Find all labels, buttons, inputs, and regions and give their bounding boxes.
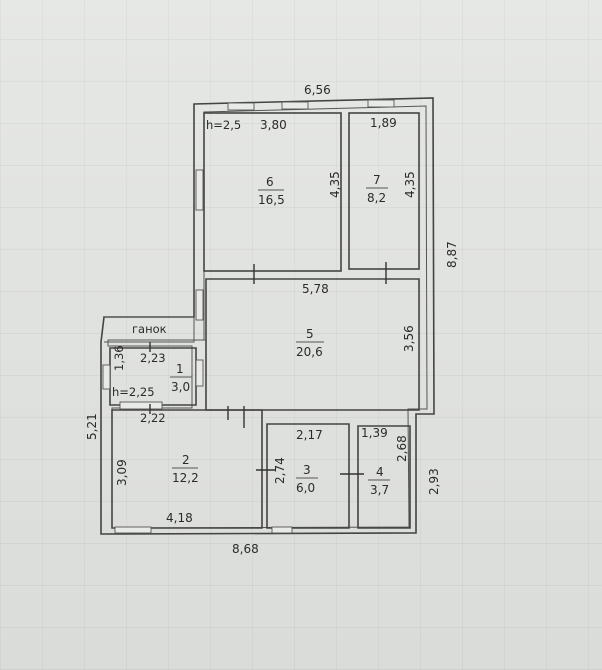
room-6-number: 6 bbox=[266, 175, 274, 189]
room-1-width-bottom: 2,22 bbox=[140, 411, 166, 425]
porch-outline bbox=[104, 316, 195, 343]
window-bottom-1 bbox=[114, 526, 152, 534]
window-bottom-2 bbox=[271, 526, 293, 534]
room-4-length: 2,68 bbox=[395, 435, 409, 462]
room-7: 1,89 4,35 7 8,2 bbox=[366, 116, 417, 205]
window-left-6 bbox=[195, 169, 204, 211]
room-7-number: 7 bbox=[373, 173, 381, 187]
room-3-area: 6,0 bbox=[296, 481, 315, 495]
room-1: 1,36 2,23 h=2,25 2,22 1 3,0 bbox=[112, 345, 192, 425]
room-1-number: 1 bbox=[176, 362, 184, 376]
window-top-1 bbox=[227, 102, 255, 111]
room-6-length: 4,35 bbox=[328, 171, 342, 198]
room-6: h=2,5 3,80 4,35 6 16,5 bbox=[206, 118, 342, 207]
room-5-number: 5 bbox=[306, 327, 314, 341]
windows bbox=[102, 99, 395, 534]
window-left-1 bbox=[195, 359, 204, 387]
room-2-area: 12,2 bbox=[172, 471, 199, 485]
porch-label: ганок bbox=[132, 322, 167, 336]
room-2-width: 4,18 bbox=[166, 511, 193, 525]
partitions bbox=[104, 112, 420, 529]
window-room-2-top bbox=[119, 401, 163, 410]
room-2-length: 3,09 bbox=[115, 459, 129, 486]
room-5-width: 5,78 bbox=[302, 282, 329, 296]
room-6-area: 16,5 bbox=[258, 193, 285, 207]
room-2-walls bbox=[111, 409, 263, 529]
dim-top-width: 6,56 bbox=[304, 83, 331, 97]
dim-bottom-width: 8,68 bbox=[232, 542, 259, 556]
dim-left-height: 5,21 bbox=[85, 413, 99, 440]
room-7-width: 1,89 bbox=[370, 116, 397, 130]
window-top-3 bbox=[367, 99, 395, 108]
room-3-walls bbox=[266, 423, 350, 529]
room-5-area: 20,6 bbox=[296, 345, 323, 359]
room-3: 2,17 2,74 3 6,0 bbox=[273, 428, 323, 495]
room-7-walls bbox=[348, 112, 420, 270]
room-1-width: 2,23 bbox=[140, 351, 166, 365]
window-left-5 bbox=[195, 289, 204, 321]
window-top-2 bbox=[281, 101, 309, 110]
room-5: 5,78 3,56 5 20,6 bbox=[296, 282, 416, 359]
door-marks bbox=[149, 262, 387, 475]
room-5-length: 3,56 bbox=[402, 325, 416, 352]
dim-right-lower-height: 2,93 bbox=[427, 468, 441, 495]
room-1-area: 3,0 bbox=[171, 380, 190, 394]
room-4-walls bbox=[357, 425, 411, 529]
room-1-depth: 1,36 bbox=[112, 345, 126, 371]
room-7-length: 4,35 bbox=[403, 171, 417, 198]
room-5-walls bbox=[205, 278, 420, 411]
dim-right-height: 8,87 bbox=[445, 241, 459, 268]
room-1-height: h=2,25 bbox=[112, 385, 155, 399]
room-3-number: 3 bbox=[303, 463, 311, 477]
room-4: 1,39 2,68 4 3,7 bbox=[361, 426, 409, 497]
room-2: 3,09 4,18 2 12,2 bbox=[115, 453, 199, 525]
room-4-area: 3,7 bbox=[370, 483, 389, 497]
room-3-width: 2,17 bbox=[296, 428, 323, 442]
room-6-height: h=2,5 bbox=[206, 118, 241, 132]
outer-dimension-labels: 6,56 8,87 8,68 5,21 2,93 bbox=[85, 83, 459, 556]
room-6-width: 3,80 bbox=[260, 118, 287, 132]
room-3-length: 2,74 bbox=[273, 457, 287, 484]
room-6-walls bbox=[203, 112, 342, 272]
room-2-number: 2 bbox=[182, 453, 190, 467]
room-4-number: 4 bbox=[376, 465, 384, 479]
room-7-area: 8,2 bbox=[367, 191, 386, 205]
window-porch bbox=[102, 364, 111, 390]
room-4-width: 1,39 bbox=[361, 426, 388, 440]
